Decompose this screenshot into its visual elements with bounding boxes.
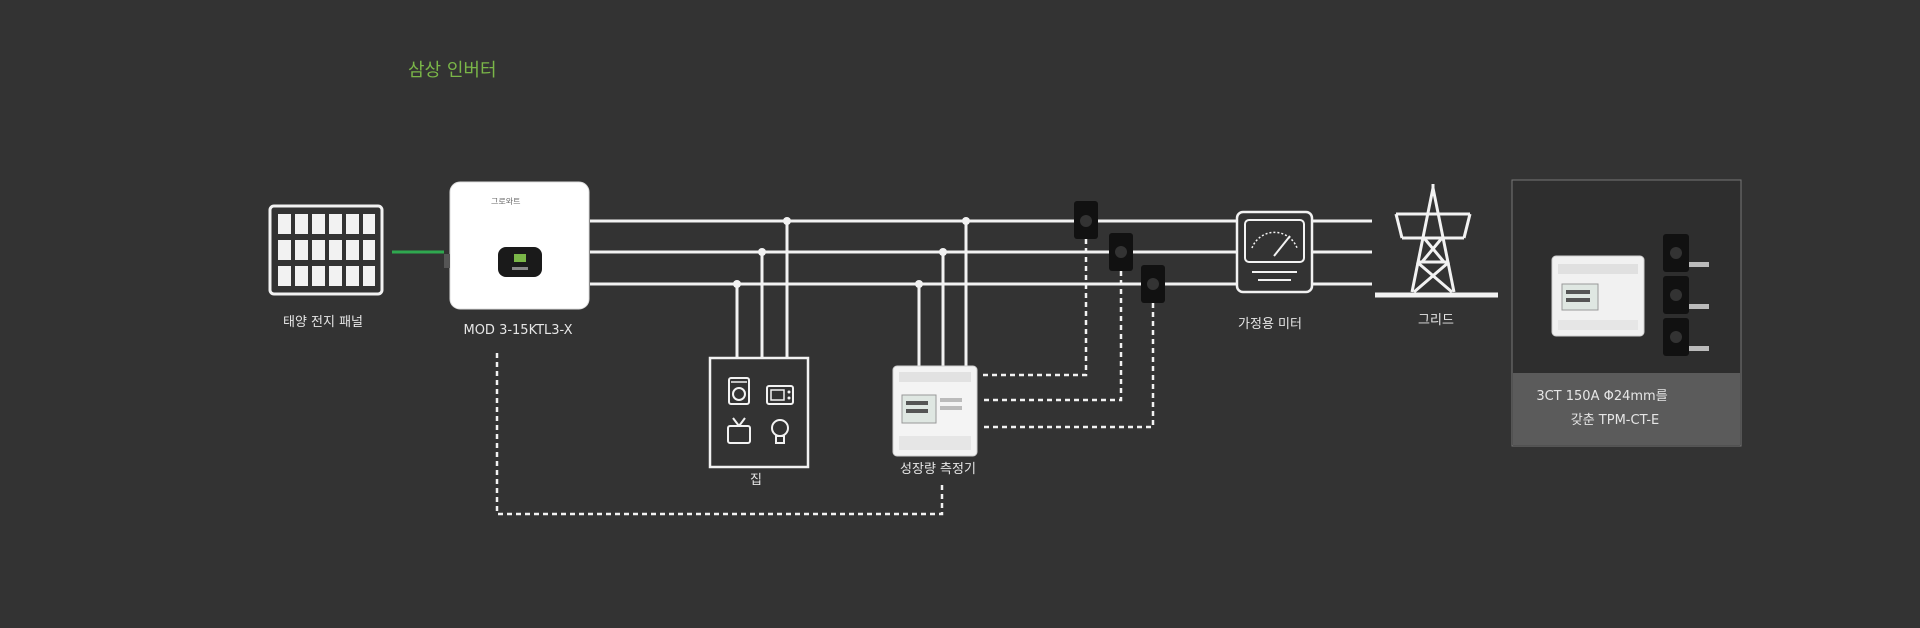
home-meter-label: 가정용 미터 (1238, 317, 1302, 332)
solar-panel-label: 태양 전지 패널 (283, 315, 363, 330)
energy-meter-icon (1235, 210, 1314, 294)
ct-clamp-icon (1074, 201, 1165, 303)
power-pylon-icon (1375, 184, 1498, 298)
inset-caption-line1: 3CT 150A Φ24mm를 (1536, 389, 1667, 404)
product-inset (1511, 179, 1742, 447)
house-drop-lines (733, 217, 791, 358)
inverter-label: MOD 3-15KTL3-X (463, 323, 572, 338)
house-icon (708, 356, 810, 469)
meter-drop-lines (915, 217, 970, 366)
solar-panel-icon (268, 204, 384, 296)
smart-meter-icon (892, 365, 978, 457)
inverter-brand: 그로와트 (491, 196, 520, 206)
meter-label: 성장량 측정기 (900, 462, 976, 477)
ct-signal-lines (982, 239, 1155, 429)
grid-label: 그리드 (1418, 313, 1454, 328)
inverter-icon (444, 181, 590, 310)
house-label: 집 (750, 473, 762, 488)
diagram-title: 삼상 인버터 (408, 60, 497, 81)
comm-line (495, 353, 944, 516)
inset-caption-line2: 갖춘 TPM-CT-E (1571, 413, 1659, 428)
